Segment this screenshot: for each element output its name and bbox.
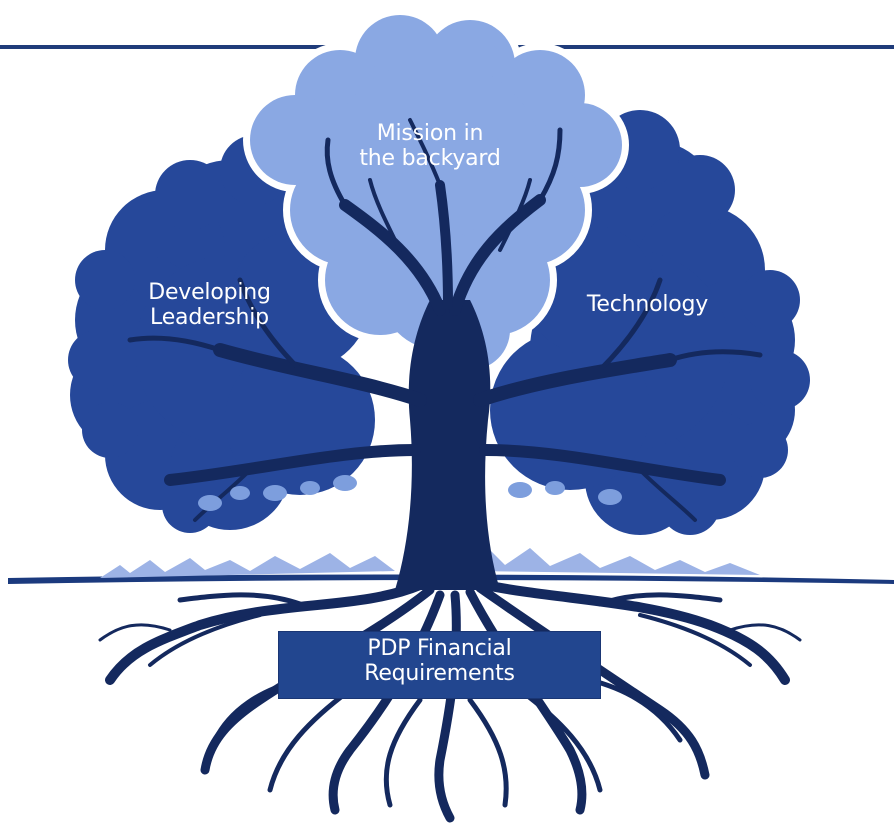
trunk — [395, 300, 500, 590]
leadership-label-line2: Leadership — [150, 304, 269, 330]
pdp-label-line2: Requirements — [364, 660, 515, 686]
leadership-label-line1: Developing — [148, 280, 271, 305]
technology-label-text: Technology — [586, 292, 709, 317]
technology-label: Technology — [560, 292, 735, 318]
grass — [100, 548, 760, 578]
branches — [127, 118, 763, 522]
pdp-label-line1: PDP Financial — [367, 636, 512, 661]
mission-label-line1: Mission in — [376, 121, 484, 146]
pdp-label: PDP Financial Requirements — [278, 636, 601, 686]
leaves — [198, 475, 622, 511]
roots — [98, 580, 802, 823]
mission-label: Mission in the backyard — [330, 121, 530, 171]
mission-label-line2: the backyard — [359, 145, 501, 171]
leadership-label: Developing Leadership — [122, 280, 297, 330]
pdp-root-box — [278, 631, 601, 699]
